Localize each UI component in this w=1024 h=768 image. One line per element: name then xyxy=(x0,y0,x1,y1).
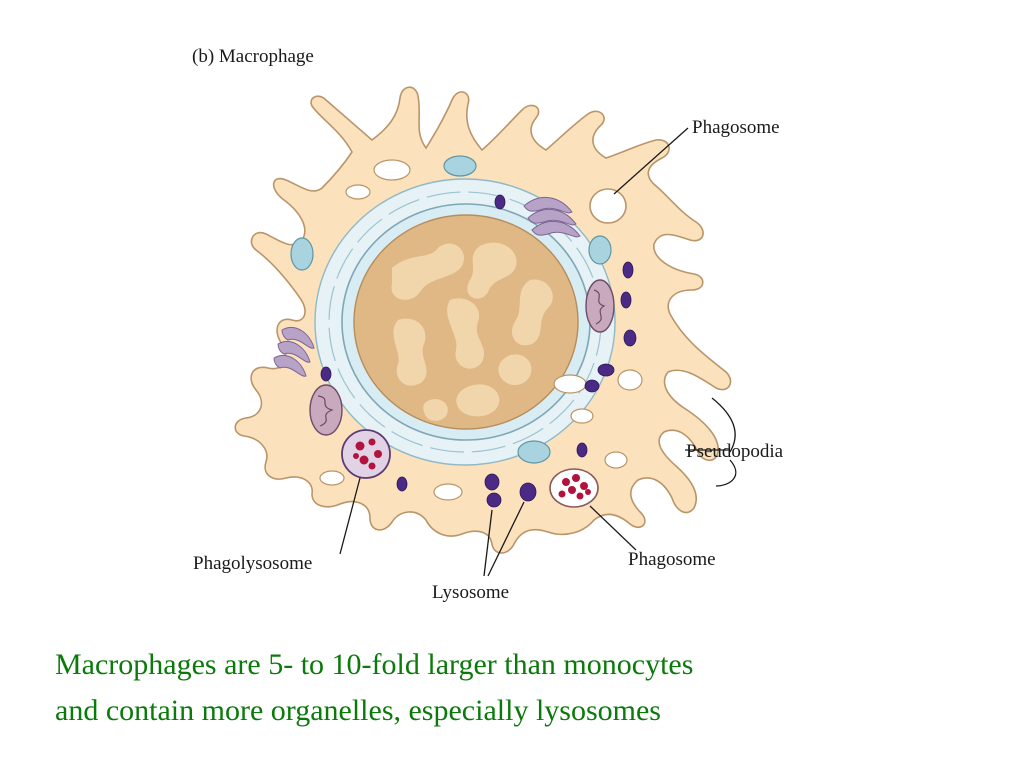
label-phagosome-bottom: Phagosome xyxy=(628,549,716,570)
vesicles xyxy=(290,155,612,464)
caption: Macrophages are 5- to 10-fold larger tha… xyxy=(55,642,995,734)
golgi-apparatus-left xyxy=(273,326,315,377)
mitochondrion-left xyxy=(309,384,343,436)
caption-line-1: Macrophages are 5- to 10-fold larger tha… xyxy=(55,648,694,681)
phagolysosome xyxy=(341,429,391,479)
label-pseudopodia: Pseudopodia xyxy=(686,441,784,462)
chromatin xyxy=(391,242,553,421)
figure-title: (b) Macrophage xyxy=(192,46,314,67)
label-phagosome-top: Phagosome xyxy=(692,117,780,138)
phagosome-top xyxy=(589,188,627,224)
macrophage-diagram: (b) Macrophage xyxy=(192,46,784,603)
phagosome-bottom xyxy=(549,468,599,508)
mitochondrion-right xyxy=(585,279,615,333)
label-lysosome: Lysosome xyxy=(432,582,509,603)
label-phagolysosome: Phagolysosome xyxy=(193,553,312,574)
caption-line-2: and contain more organelles, especially … xyxy=(55,694,661,727)
lysosomes xyxy=(320,194,637,508)
leader-lines xyxy=(339,127,737,577)
golgi-apparatus-right xyxy=(523,197,581,238)
vacuoles xyxy=(319,159,643,501)
